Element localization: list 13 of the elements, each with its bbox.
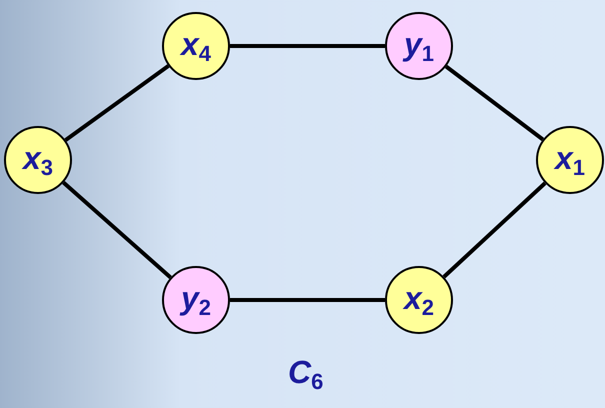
- graph-caption: C$_{6}$: [288, 356, 324, 393]
- edge-line: [62, 181, 172, 279]
- vertex-label: y$_{1}$: [404, 28, 434, 64]
- edge-line: [444, 64, 544, 142]
- vertex-label: y$_{2}$: [180, 282, 212, 318]
- edge-line: [64, 64, 170, 142]
- edge-line: [230, 44, 385, 48]
- edge-line: [230, 298, 385, 302]
- vertex-label: x$_{1}$: [554, 142, 586, 178]
- vertex-label: x$_{4}$: [180, 28, 212, 64]
- vertex-label: x$_{3}$: [22, 142, 54, 178]
- vertex-label: x$_{2}$: [404, 282, 434, 318]
- edge-line: [442, 182, 546, 278]
